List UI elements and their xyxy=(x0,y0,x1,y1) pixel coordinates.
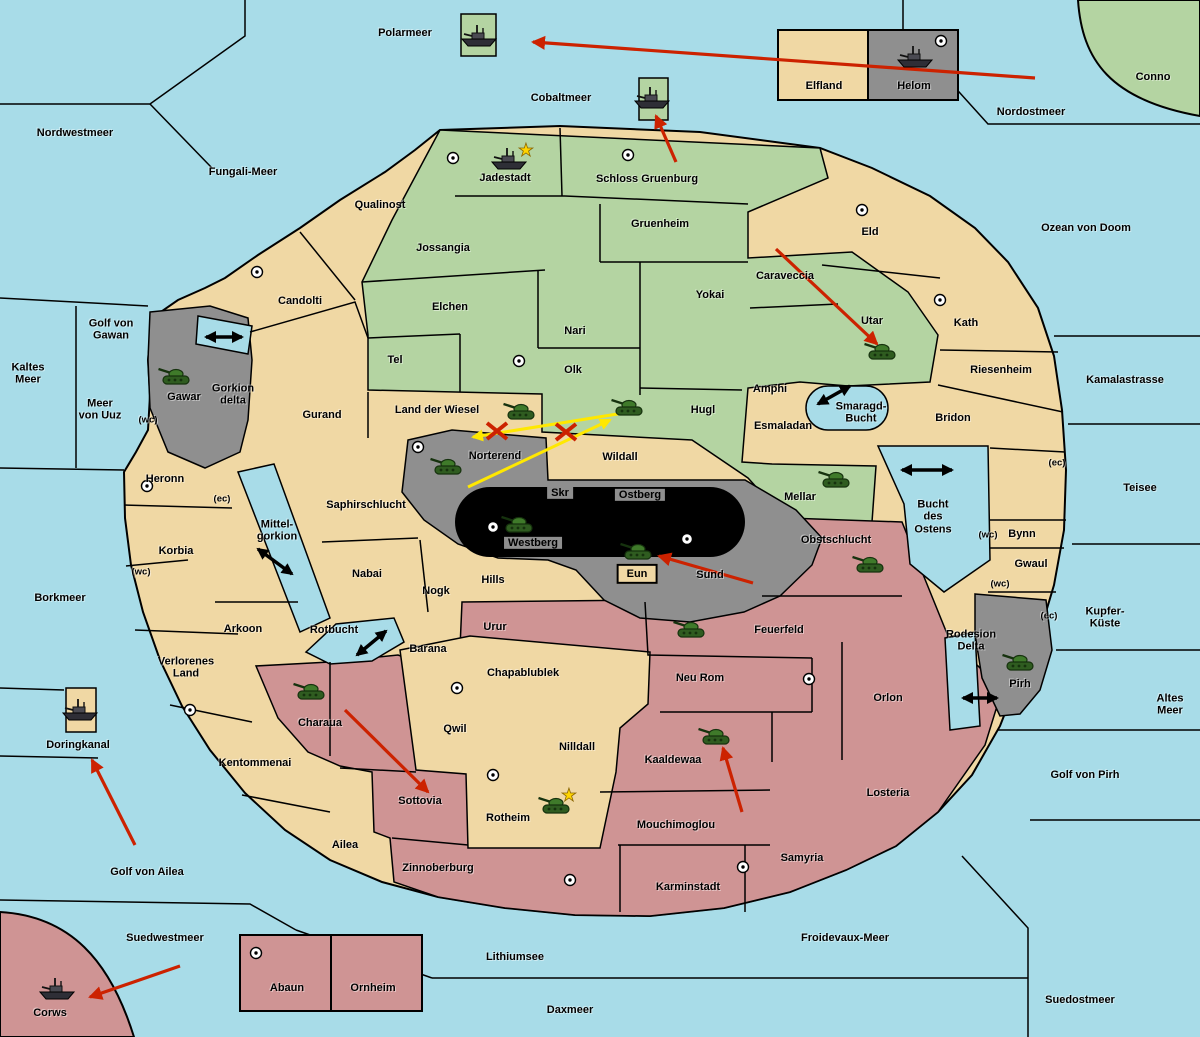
town-marker-dot xyxy=(455,686,459,690)
attack-arrow xyxy=(654,114,678,163)
smaragd-bucht-bay xyxy=(805,385,889,431)
town-marker-dot xyxy=(517,359,521,363)
town-marker-dot xyxy=(860,208,864,212)
attack-arrow xyxy=(88,964,181,1000)
town-marker-dot xyxy=(145,484,149,488)
rodesion-channel xyxy=(944,631,981,731)
attack-arrow xyxy=(531,35,1036,80)
town-marker-dot xyxy=(741,865,745,869)
town-marker-dot xyxy=(254,951,258,955)
black-ridge xyxy=(455,487,745,557)
town-marker-dot xyxy=(416,445,420,449)
region-rodesion-delta[interactable] xyxy=(974,593,1053,717)
town-marker-dot xyxy=(626,153,630,157)
region-corws xyxy=(0,910,136,1037)
sea-link-arrow xyxy=(355,629,388,657)
town-marker-dot xyxy=(491,525,495,529)
town-marker-dot xyxy=(807,677,811,681)
sea-link-arrow xyxy=(816,384,852,406)
sea-link-arrow xyxy=(256,547,294,576)
battle-x-mark xyxy=(485,421,509,441)
town-marker-dot xyxy=(568,878,572,882)
territory-borders xyxy=(123,127,1066,912)
town-marker-dot xyxy=(451,156,455,160)
town-marker-dot xyxy=(685,537,689,541)
attack-arrow xyxy=(719,746,744,813)
attack-arrow xyxy=(343,708,430,794)
bucht-des-ostens-bay xyxy=(876,445,991,593)
town-marker-dot xyxy=(255,270,259,274)
attack-arrow xyxy=(774,247,879,346)
star-icon: ★ xyxy=(561,785,577,805)
attack-arrow xyxy=(90,758,137,846)
attack-arrow xyxy=(657,552,754,585)
move-arrow xyxy=(467,418,612,489)
map-pieces: ★★ xyxy=(39,24,1036,1000)
town-marker-dot xyxy=(491,773,495,777)
town-marker-dot xyxy=(188,708,192,712)
town-marker-dot xyxy=(938,298,942,302)
town-marker-dot xyxy=(939,39,943,43)
star-icon: ★ xyxy=(518,140,534,160)
battle-x-mark xyxy=(554,422,578,442)
region-conno xyxy=(1076,0,1200,118)
